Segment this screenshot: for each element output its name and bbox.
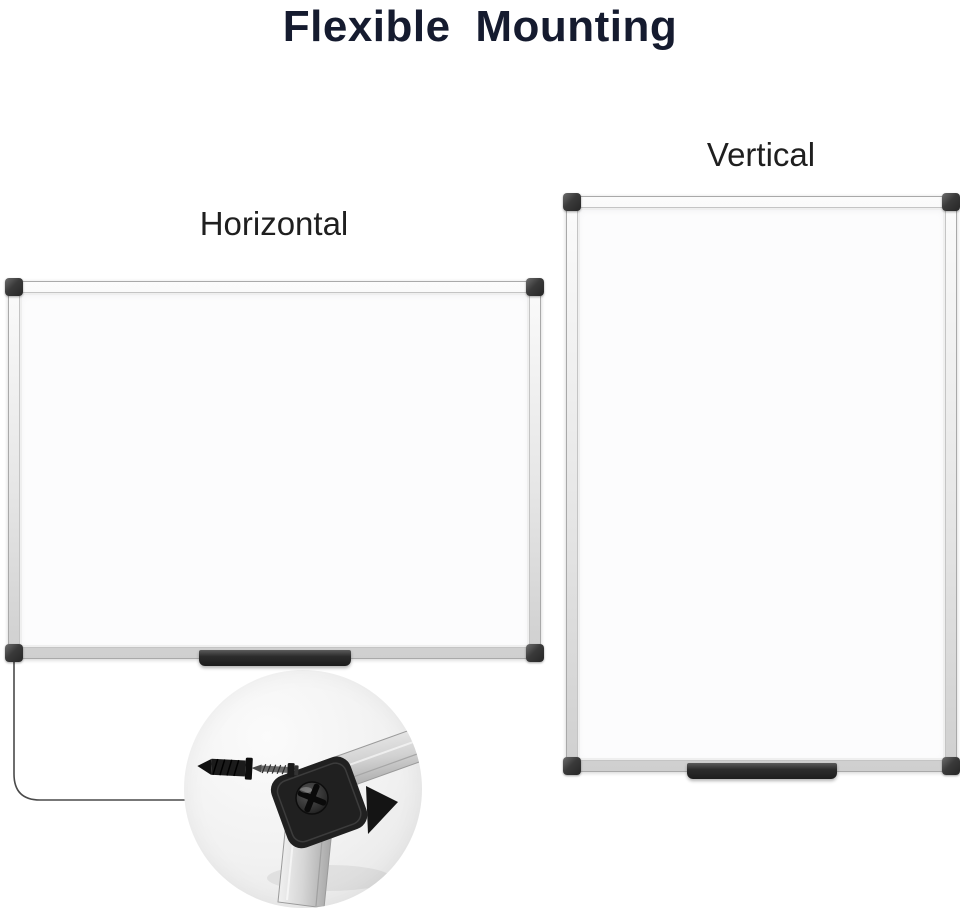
corner-cap-bottom-right xyxy=(942,757,960,775)
corner-cap-bottom-right xyxy=(526,644,544,662)
corner-cap-bottom-left xyxy=(5,644,23,662)
marker-tray xyxy=(198,650,351,666)
screw-head-icon xyxy=(295,781,329,815)
vertical-board-label: Vertical xyxy=(706,136,816,173)
wall-anchor-icon xyxy=(197,757,253,780)
corner-cap-top-right xyxy=(526,278,544,296)
corner-cap-top-right xyxy=(942,193,960,211)
corner-cap-top-left xyxy=(563,193,581,211)
page-title: Flexible Mounting xyxy=(282,2,678,51)
whiteboard-surface xyxy=(577,207,946,761)
horizontal-board-label: Horizontal xyxy=(199,205,349,242)
mounting-screw-icon xyxy=(251,762,299,778)
corner-cap-bottom-left xyxy=(563,757,581,775)
leader-line xyxy=(13,656,186,801)
mounting-hardware-illustration xyxy=(197,725,422,908)
mounting-detail-callout xyxy=(184,670,422,908)
corner-cap-top-left xyxy=(5,278,23,296)
horizontal-whiteboard xyxy=(5,278,544,666)
vertical-whiteboard xyxy=(563,193,960,779)
whiteboard-surface xyxy=(19,292,530,648)
marker-tray xyxy=(686,763,837,779)
